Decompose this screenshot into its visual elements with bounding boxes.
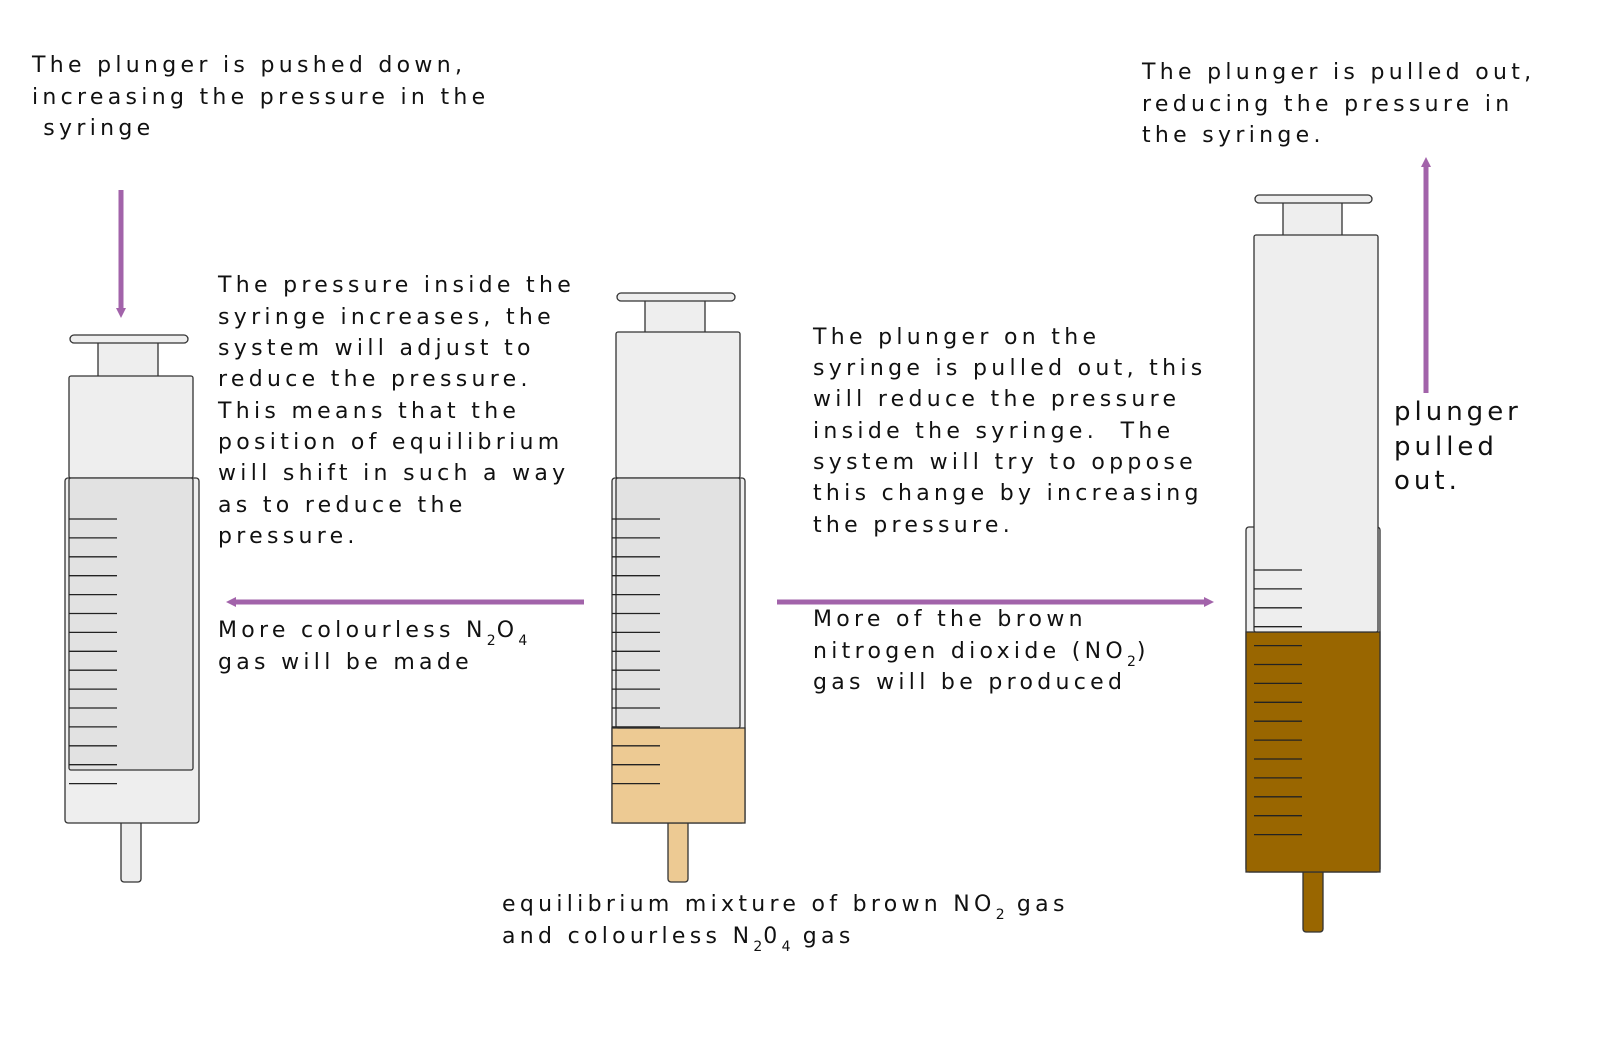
plunger-inside-barrel	[68, 477, 194, 771]
middle-syringe-equilibrium	[611, 292, 746, 883]
explanation-line: This means that the	[217, 399, 520, 424]
caption-line: equilibrium mixture of brown NO2 gas	[502, 892, 1069, 923]
plunger-pulled-label: plunger pulled out.	[1394, 397, 1522, 496]
graduation-marks	[69, 518, 117, 785]
center-caption: equilibrium mixture of brown NO2 gas and…	[502, 892, 1069, 955]
explanation-line: will shift in such a way	[218, 461, 569, 486]
caption-line: and colourless N204 gas	[502, 924, 855, 955]
explanation-line: system will try to oppose	[813, 450, 1197, 475]
right-explanation: The plunger on the syringe is pulled out…	[812, 325, 1207, 538]
label-line: plunger	[1394, 397, 1522, 427]
graduation-marks	[612, 518, 660, 785]
syringe-tip	[667, 814, 689, 883]
caption-line: increasing the pressure in the	[32, 85, 489, 110]
result-line: More colourless N2O4	[218, 618, 528, 649]
explanation-line: syringe is pulled out, this	[813, 356, 1207, 381]
plunger-flange	[69, 334, 189, 344]
plunger-body	[1253, 234, 1379, 633]
top-left-caption: The plunger is pushed down, increasing t…	[31, 53, 489, 141]
caption-line: syringe	[32, 116, 154, 141]
graduation-marks	[1254, 569, 1302, 836]
plunger-body	[68, 375, 194, 479]
caption-line: The plunger is pushed down,	[31, 53, 466, 78]
plunger-flange	[616, 292, 736, 302]
right-result-text: More of the brown nitrogen dioxide (NO2)…	[813, 607, 1150, 695]
left-explanation: The pressure inside the syringe increase…	[217, 273, 575, 549]
syringe-tip	[1302, 864, 1324, 933]
plunger-stem	[1282, 199, 1343, 238]
plunger-inside-barrel	[615, 477, 741, 729]
result-line: gas will be made	[218, 650, 473, 675]
caption-line: the syringe.	[1142, 123, 1325, 148]
left-syringe-compressed	[64, 334, 200, 883]
plunger-flange	[1254, 194, 1373, 204]
explanation-line: position of equilibrium	[218, 430, 564, 455]
explanation-line: as to reduce the	[218, 493, 467, 518]
explanation-line: The plunger on the	[812, 325, 1100, 350]
caption-line: The plunger is pulled out,	[1141, 60, 1535, 85]
plunger-stem	[644, 297, 706, 335]
result-line: nitrogen dioxide (NO2)	[813, 639, 1150, 670]
plunger-stem	[97, 337, 159, 379]
right-syringe-expanded	[1245, 194, 1381, 933]
label-line: out.	[1394, 466, 1461, 496]
left-result-text: More colourless N2O4 gas will be made	[218, 618, 528, 675]
syringe-tip	[120, 814, 142, 883]
gas-mixture-fill	[611, 727, 746, 824]
plunger-body	[615, 331, 741, 479]
caption-line: reducing the pressure in	[1142, 92, 1514, 117]
explanation-line: the pressure.	[813, 513, 1014, 538]
label-line: pulled	[1394, 432, 1498, 462]
explanation-line: system will adjust to	[218, 336, 535, 361]
explanation-line: The pressure inside the	[217, 273, 575, 298]
result-line: More of the brown	[813, 607, 1087, 632]
explanation-line: this change by increasing	[813, 481, 1203, 506]
result-line: gas will be produced	[813, 670, 1126, 695]
explanation-line: syringe increases, the	[218, 305, 555, 330]
explanation-line: will reduce the pressure	[813, 387, 1180, 412]
brown-gas-fill	[1245, 631, 1381, 873]
top-right-caption: The plunger is pulled out, reducing the …	[1141, 60, 1535, 148]
explanation-line: inside the syringe. The	[813, 419, 1174, 444]
explanation-line: reduce the pressure.	[218, 367, 532, 392]
explanation-line: pressure.	[218, 524, 359, 549]
